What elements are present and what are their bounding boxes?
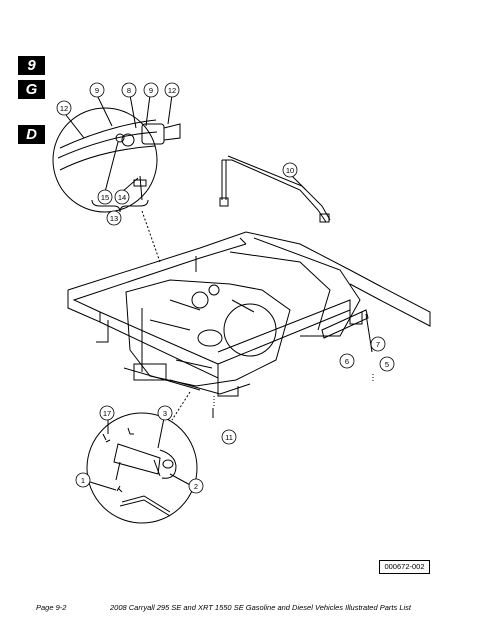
- callout-circle-3: [157, 405, 173, 421]
- callout-circle-11: [221, 429, 237, 445]
- callout-circle-12a: [56, 100, 72, 116]
- callout-12b: 12: [168, 86, 176, 95]
- detail-circle-bottom: [86, 412, 198, 524]
- callout-6: 6: [345, 357, 349, 366]
- callout-circle-6: [339, 353, 355, 369]
- callout-5: 5: [385, 360, 389, 369]
- callout-9b: 9: [149, 86, 153, 95]
- callout-circle-5: [379, 356, 395, 372]
- footer-document-title: 2008 Carryall 295 SE and XRT 1550 SE Gas…: [110, 603, 411, 612]
- callout-bubbles: 12 9 8 9 12 15 14 13 10 7 6 5 11 17 3 1 …: [56, 82, 395, 494]
- section-tab-9: 9: [18, 56, 45, 75]
- callout-circle-15: [97, 189, 113, 205]
- callout-circle-17: [99, 405, 115, 421]
- callout-15: 15: [101, 193, 109, 202]
- callout-circle-8: [121, 82, 137, 98]
- callout-8: 8: [127, 86, 131, 95]
- callout-13: 13: [110, 214, 118, 223]
- callout-17: 17: [103, 409, 111, 418]
- callout-11: 11: [225, 433, 233, 442]
- callout-14: 14: [118, 193, 126, 202]
- callout-circle-14: [114, 189, 130, 205]
- callout-9a: 9: [95, 86, 99, 95]
- callout-circle-12b: [164, 82, 180, 98]
- callout-circle-1: [75, 472, 91, 488]
- callout-3: 3: [163, 409, 167, 418]
- callout-12a: 12: [60, 104, 68, 113]
- callout-circle-7: [370, 336, 386, 352]
- callout-circle-13: [106, 210, 122, 226]
- detail-circle-top: [52, 107, 158, 213]
- callout-10: 10: [286, 166, 294, 175]
- footer-page-number: Page 9-2: [36, 603, 67, 612]
- callout-circle-10: [282, 162, 298, 178]
- callout-1: 1: [81, 476, 85, 485]
- callout-circle-9a: [89, 82, 105, 98]
- section-tab-d: D: [18, 125, 45, 144]
- diagram-linework: [52, 94, 431, 524]
- section-tab-g: G: [18, 80, 45, 99]
- callout-2: 2: [194, 482, 198, 491]
- figure-reference-number: 000672-002: [379, 560, 430, 574]
- callout-7: 7: [376, 340, 380, 349]
- callout-circle-2: [188, 478, 204, 494]
- callout-circle-9b: [143, 82, 159, 98]
